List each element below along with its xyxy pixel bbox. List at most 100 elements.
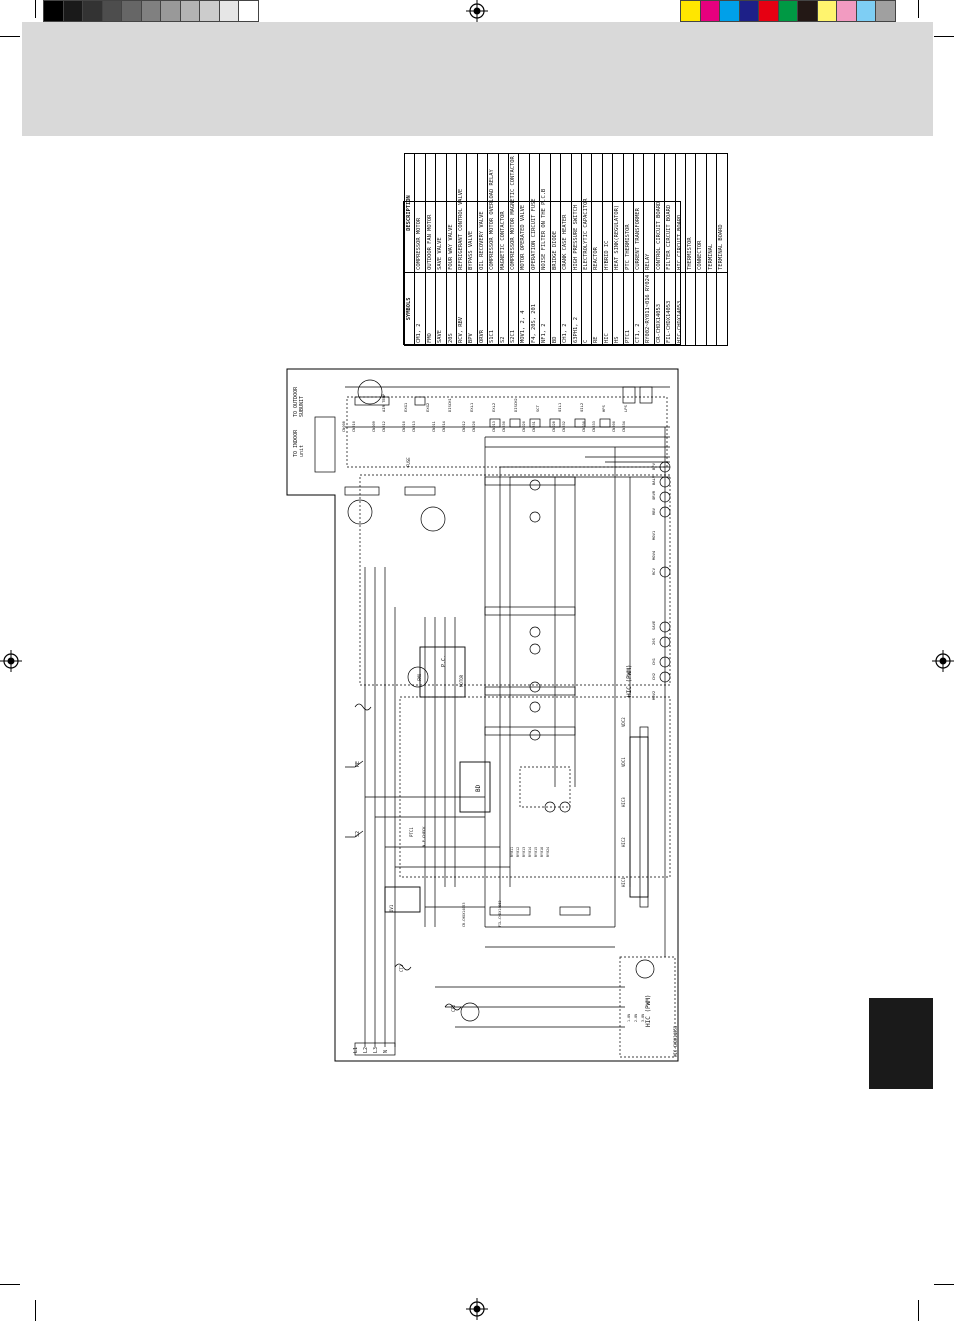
color-swatch bbox=[797, 0, 818, 22]
legend-description: OUTDOOR FAN MOTOR bbox=[425, 153, 436, 273]
legend-symbol: HIC bbox=[602, 272, 613, 346]
legend-symbol: C bbox=[581, 272, 592, 346]
connector-label: CN210 bbox=[352, 421, 356, 432]
connector-label: CN013 bbox=[492, 421, 496, 432]
color-calibration-strip bbox=[680, 0, 896, 22]
sensor-label: LPS bbox=[623, 404, 628, 412]
crop-mark bbox=[0, 1284, 20, 1285]
sensor-label: EXL1 bbox=[469, 402, 474, 412]
gray-swatch bbox=[160, 0, 181, 22]
gray-calibration-strip bbox=[43, 0, 259, 22]
crop-mark bbox=[35, 1300, 36, 1321]
color-swatch bbox=[719, 0, 740, 22]
legend-description: HIGH PRESSURE SWITCH bbox=[571, 153, 582, 273]
legend-row: TERMINAL BOARD bbox=[716, 153, 728, 346]
legend-symbol: CM1, 2 bbox=[414, 272, 426, 346]
legend-description: FOUR WAY VALVE bbox=[446, 153, 457, 273]
crop-mark bbox=[934, 36, 954, 37]
relay-label: RY016 bbox=[540, 847, 544, 857]
crop-mark bbox=[934, 1284, 954, 1285]
legend-symbol: BD bbox=[550, 272, 561, 346]
legend-description: CURRENT TRANSFORMER bbox=[633, 153, 644, 273]
board-label: FIL-CHDX14053 bbox=[498, 900, 502, 927]
connector-label: CN009 bbox=[372, 421, 376, 432]
relay-label: RY014 bbox=[528, 847, 532, 857]
valve-label: BALV bbox=[651, 475, 656, 485]
legend-symbol: S2C1 bbox=[508, 272, 519, 346]
color-swatch bbox=[680, 0, 701, 22]
relay-label: RY013 bbox=[522, 847, 526, 857]
legend-description: BYPASS VALVE bbox=[466, 153, 478, 273]
legend-symbol: S1C1 bbox=[487, 272, 499, 346]
bottom-terminal-label: 1-8N bbox=[627, 1014, 631, 1022]
legend-symbol: PTC1 bbox=[623, 272, 634, 346]
ptc-label: PTC1 bbox=[409, 827, 414, 837]
relay-label: RY015 bbox=[534, 847, 538, 857]
sensor-label: OIL2 bbox=[579, 403, 584, 412]
hic-board-label: HIC-CHDX14053 bbox=[673, 1025, 678, 1057]
legend-symbol: FMO bbox=[425, 272, 436, 346]
legend-header-symbol: SYMBOLS bbox=[404, 272, 415, 346]
legend-row: CONNECTOR bbox=[695, 153, 707, 346]
connector-label: CN212 bbox=[382, 421, 386, 432]
legend-symbol: RE bbox=[591, 272, 603, 346]
gray-swatch bbox=[199, 0, 220, 22]
color-swatch bbox=[855, 0, 876, 22]
registration-mark-icon bbox=[0, 650, 22, 672]
color-swatch bbox=[738, 0, 759, 22]
hic-bottom-label: HIC (PWM) bbox=[645, 994, 652, 1027]
legend-description: ELECTROLYTIC CAPACITOR bbox=[581, 153, 592, 273]
legend-symbol bbox=[695, 272, 707, 346]
crop-mark bbox=[0, 36, 20, 37]
legend-description: RELAY bbox=[643, 153, 655, 273]
legend-description: PTC THERMISTOR bbox=[623, 153, 634, 273]
fmo-label: FMO bbox=[417, 673, 422, 681]
connector-label: CN200 bbox=[612, 421, 616, 432]
legend-symbol: 20S bbox=[446, 272, 457, 346]
sensor-label: OIL1 bbox=[557, 402, 562, 412]
ct-label: CT1 bbox=[399, 964, 404, 972]
valve-label: BPV bbox=[651, 462, 656, 470]
legend-header-row: SYMBOLS DESCRIPTION bbox=[404, 153, 415, 346]
ct-label: CT2 bbox=[451, 1004, 456, 1012]
legend-row: TERMINAL bbox=[706, 153, 717, 346]
color-swatch bbox=[699, 0, 720, 22]
gray-swatch bbox=[101, 0, 122, 22]
valve-label: 20S bbox=[651, 637, 656, 645]
connector-label: CN011 bbox=[432, 421, 436, 432]
legend-description: OIL RECOVERY VALVE bbox=[477, 153, 488, 273]
crop-mark bbox=[918, 1300, 919, 1321]
legend-symbol: F4, 20S, 201 bbox=[529, 272, 540, 346]
power-terminal-label: L1 bbox=[353, 1047, 359, 1053]
hic-module-label: VDC1 bbox=[621, 757, 626, 767]
connector-label: CN231 bbox=[532, 421, 536, 432]
bottom-terminal-label: 3-8N bbox=[641, 1014, 645, 1022]
valve-label: CH1 bbox=[651, 657, 656, 665]
connector-label: CN220 bbox=[472, 421, 476, 432]
re-label: RE bbox=[355, 761, 361, 767]
legend-symbol: 63PH1, 2 bbox=[571, 272, 582, 346]
sensor-label: EXL2 bbox=[491, 403, 496, 412]
gray-swatch bbox=[218, 0, 239, 22]
color-swatch bbox=[777, 0, 798, 22]
legend-description: THERMISTOR bbox=[685, 153, 696, 273]
color-swatch bbox=[758, 0, 779, 22]
hic-pwm-label: HIC (PWM) bbox=[626, 664, 633, 697]
